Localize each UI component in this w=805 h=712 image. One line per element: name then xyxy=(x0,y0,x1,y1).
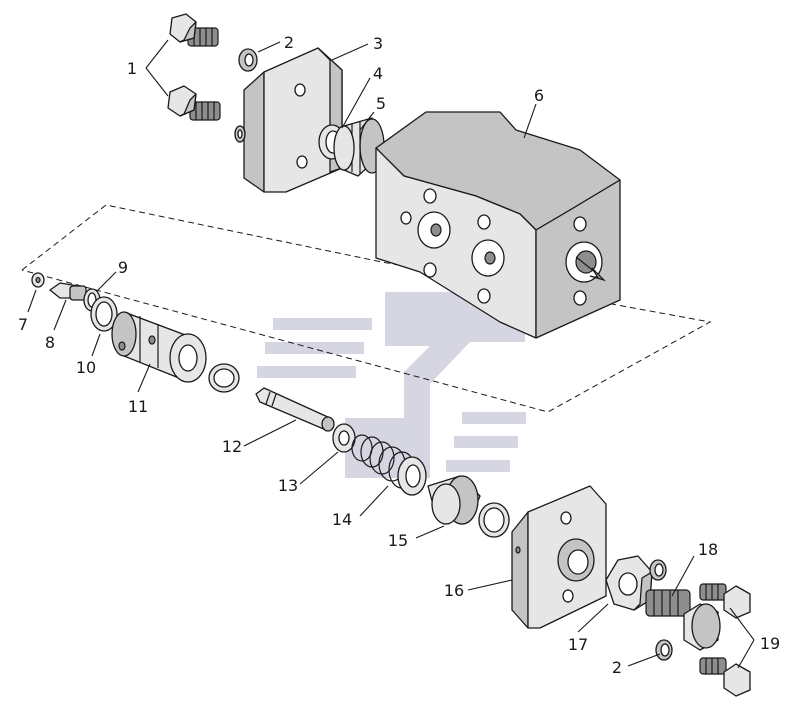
callout-9: 9 xyxy=(118,258,128,277)
part-18-threaded-adjuster xyxy=(645,589,721,651)
part-12-stem xyxy=(255,387,335,432)
part-8-needle-pin xyxy=(49,282,87,301)
part-17-hex-nut xyxy=(605,555,653,611)
callout-labels: 1 2 3 4 5 6 7 8 9 10 11 12 13 14 15 16 1… xyxy=(18,33,780,677)
part-15-spring-seat xyxy=(427,475,481,525)
part-14-spring xyxy=(351,434,427,496)
callout-1: 1 xyxy=(127,59,137,78)
part-6-valve-housing xyxy=(375,111,621,339)
watermark-logo xyxy=(257,292,526,478)
part-19-bolts xyxy=(699,583,751,697)
part-10-o-ring xyxy=(90,296,118,332)
callout-8: 8 xyxy=(45,333,55,352)
callout-10: 10 xyxy=(76,358,96,377)
callout-3: 3 xyxy=(373,34,383,53)
callout-16: 16 xyxy=(444,581,464,600)
callout-15: 15 xyxy=(388,531,408,550)
part-13-spacer-washer xyxy=(332,423,356,453)
part-7-washer xyxy=(31,272,45,288)
callout-11: 11 xyxy=(128,397,148,416)
part-11-valve-spool xyxy=(111,311,207,383)
part-2-spring-washer-lower xyxy=(649,559,673,661)
callout-14: 14 xyxy=(332,510,352,529)
callout-13: 13 xyxy=(278,476,298,495)
part-3-end-cover xyxy=(234,47,343,193)
callout-2-top: 2 xyxy=(284,33,294,52)
part-1-bolts xyxy=(167,13,221,121)
callout-7: 7 xyxy=(18,315,28,334)
callout-6: 6 xyxy=(534,86,544,105)
part-16-end-cover xyxy=(511,485,607,629)
part-o-ring-middle xyxy=(208,363,240,393)
callout-12: 12 xyxy=(222,437,242,456)
part-2-spring-washer-top xyxy=(238,48,258,72)
callout-5: 5 xyxy=(376,94,386,113)
callout-19: 19 xyxy=(760,634,780,653)
callout-2-lower: 2 xyxy=(612,658,622,677)
callout-17: 17 xyxy=(568,635,588,654)
leader-lines xyxy=(27,39,755,669)
part-o-ring-lower xyxy=(478,502,510,538)
callout-4: 4 xyxy=(373,64,383,83)
callout-18: 18 xyxy=(698,540,718,559)
